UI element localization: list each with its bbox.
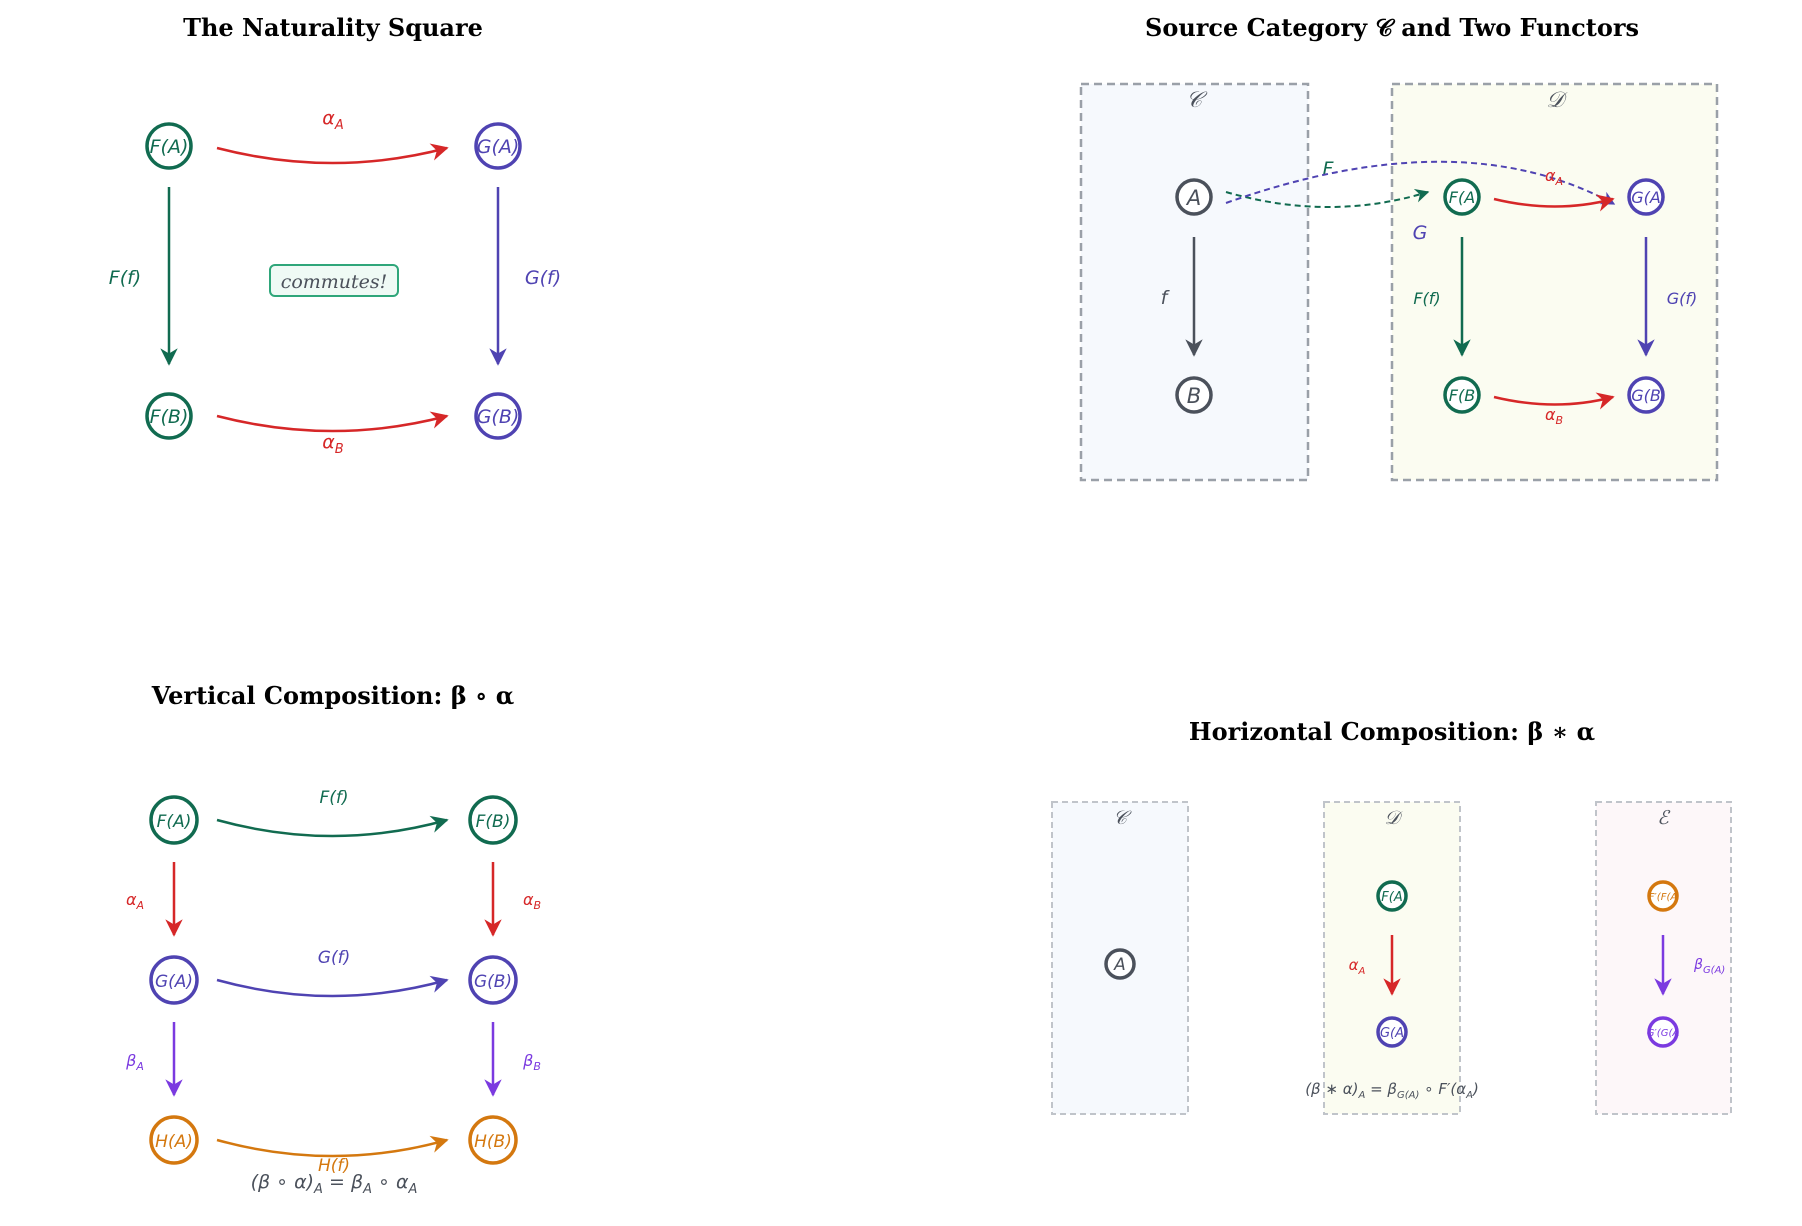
- node-Gprime-G-A-4: G′(G(A: [1647, 1016, 1680, 1048]
- panel1-title: The Naturality Square: [183, 13, 483, 42]
- node-G-A-4: G(A: [1376, 1016, 1408, 1048]
- panel-vertical-composition: Vertical Composition: β ∘ α F(f) G(f) H(…: [125, 681, 541, 1197]
- panel2-title: Source Category 𝒞 and Two Functors: [1145, 13, 1639, 42]
- svg-text:H(B): H(B): [474, 1132, 512, 1152]
- label-G-f: G(f): [525, 267, 561, 289]
- label-F-f-3: F(f): [319, 788, 348, 808]
- label-f: f: [1161, 287, 1171, 309]
- svg-text:F(B): F(B): [476, 812, 511, 832]
- label-alpha-B: αB: [322, 431, 344, 457]
- node-A-4: A: [1104, 948, 1136, 980]
- panel3-title: Vertical Composition: β ∘ α: [151, 681, 515, 710]
- label-beta-B-3: βB: [522, 1051, 541, 1073]
- category-D-label: 𝒟: [1546, 88, 1568, 113]
- svg-text:F(A): F(A): [150, 136, 189, 158]
- svg-text:F(B: F(B: [1449, 386, 1475, 405]
- label-G-f-2: G(f): [1667, 289, 1698, 308]
- svg-text:G(A): G(A): [477, 136, 520, 158]
- node-F-B-2: F(B: [1443, 376, 1481, 414]
- node-G-A-2: G(A: [1627, 178, 1665, 216]
- panel-naturality-square: The Naturality Square αA αB F(f) G(f) co…: [109, 13, 561, 457]
- label-F-f-2: F(f): [1413, 289, 1440, 308]
- svg-text:G(A): G(A): [155, 972, 193, 992]
- label-alpha-B-3: αB: [523, 890, 541, 912]
- svg-text:F′(F(A: F′(F(A: [1649, 892, 1678, 903]
- node-F-B-3: F(B): [468, 795, 518, 845]
- svg-text:F(A): F(A): [157, 812, 192, 832]
- svg-text:F(A: F(A: [1449, 188, 1475, 207]
- arrow-H-f-3: [216, 1135, 449, 1158]
- functor-F-label: F: [1323, 158, 1335, 180]
- node-G-A: G(A): [474, 122, 522, 170]
- label-G-f-3: G(f): [318, 948, 350, 968]
- node-F-A-2: F(A: [1443, 178, 1481, 216]
- node-G-B-3: G(B): [468, 955, 518, 1005]
- label-H-f-3: H(f): [318, 1156, 350, 1176]
- svg-text:G(B): G(B): [474, 972, 512, 992]
- node-H-A-3: H(A): [149, 1115, 199, 1165]
- svg-text:B: B: [1187, 384, 1201, 408]
- arrow-alpha-B-2: [1493, 392, 1615, 410]
- svg-text:G(B): G(B): [477, 406, 520, 428]
- svg-text:G(A: G(A: [1631, 188, 1661, 207]
- panel-two-functors: Source Category 𝒞 and Two Functors 𝒞 𝒟 f…: [1079, 13, 1719, 482]
- panel4-title: Horizontal Composition: β ∗ α: [1189, 717, 1595, 746]
- category-D-label-4: 𝒟: [1384, 807, 1403, 829]
- svg-text:G′(G(A: G′(G(A: [1647, 1028, 1680, 1039]
- label-alpha-A-3: αA: [126, 890, 144, 912]
- node-F-A-4: F(A: [1376, 880, 1408, 912]
- svg-text:A: A: [1185, 186, 1201, 210]
- arrow-alpha-B: [216, 411, 449, 433]
- node-G-B: G(B): [474, 392, 522, 440]
- node-B: B: [1175, 376, 1213, 414]
- category-D-box: [1390, 82, 1719, 482]
- vertical-composition-formula: (β ∘ α)A = βA ∘ αA: [251, 1171, 418, 1197]
- functor-F-arrow: [1225, 188, 1430, 208]
- commutes-text: commutes!: [281, 271, 388, 293]
- arrow-alpha-A: [216, 143, 449, 165]
- node-G-A-3: G(A): [149, 955, 199, 1005]
- svg-text:G(B: G(B: [1631, 386, 1661, 405]
- node-G-B-2: G(B: [1627, 376, 1665, 414]
- svg-text:H(A): H(A): [155, 1132, 193, 1152]
- svg-text:F(B): F(B): [150, 406, 189, 428]
- node-A: A: [1175, 178, 1213, 216]
- commutes-badge: [269, 264, 399, 297]
- node-F-A-3: F(A): [149, 795, 199, 845]
- arrow-alpha-A-2: [1493, 194, 1615, 212]
- node-H-B-3: H(B): [468, 1115, 518, 1165]
- label-F-f: F(f): [109, 267, 141, 289]
- functor-G-label: G: [1413, 222, 1428, 244]
- horizontal-composition-formula: (β ∗ α)A = βG(A) ∘ F′(αA): [1305, 1080, 1479, 1101]
- node-F-B: F(B): [145, 392, 193, 440]
- arrow-F-f-3: [216, 815, 449, 838]
- functor-G-arrow: [1225, 160, 1616, 205]
- node-F-A: F(A): [145, 122, 193, 170]
- svg-text:G(A: G(A: [1380, 1026, 1404, 1041]
- label-alpha-A: αA: [322, 107, 343, 133]
- arrow-G-f-3: [216, 975, 449, 998]
- panel-horizontal-composition: Horizontal Composition: β ∗ α 𝒞 𝒟 ℰ αA β…: [1051, 717, 1732, 1115]
- svg-text:A: A: [1113, 955, 1126, 975]
- category-E-label-4: ℰ: [1657, 807, 1671, 829]
- label-beta-A-3: βA: [125, 1051, 144, 1073]
- node-Fprime-F-A-4: F′(F(A: [1647, 880, 1679, 912]
- svg-text:F(A: F(A: [1381, 890, 1402, 905]
